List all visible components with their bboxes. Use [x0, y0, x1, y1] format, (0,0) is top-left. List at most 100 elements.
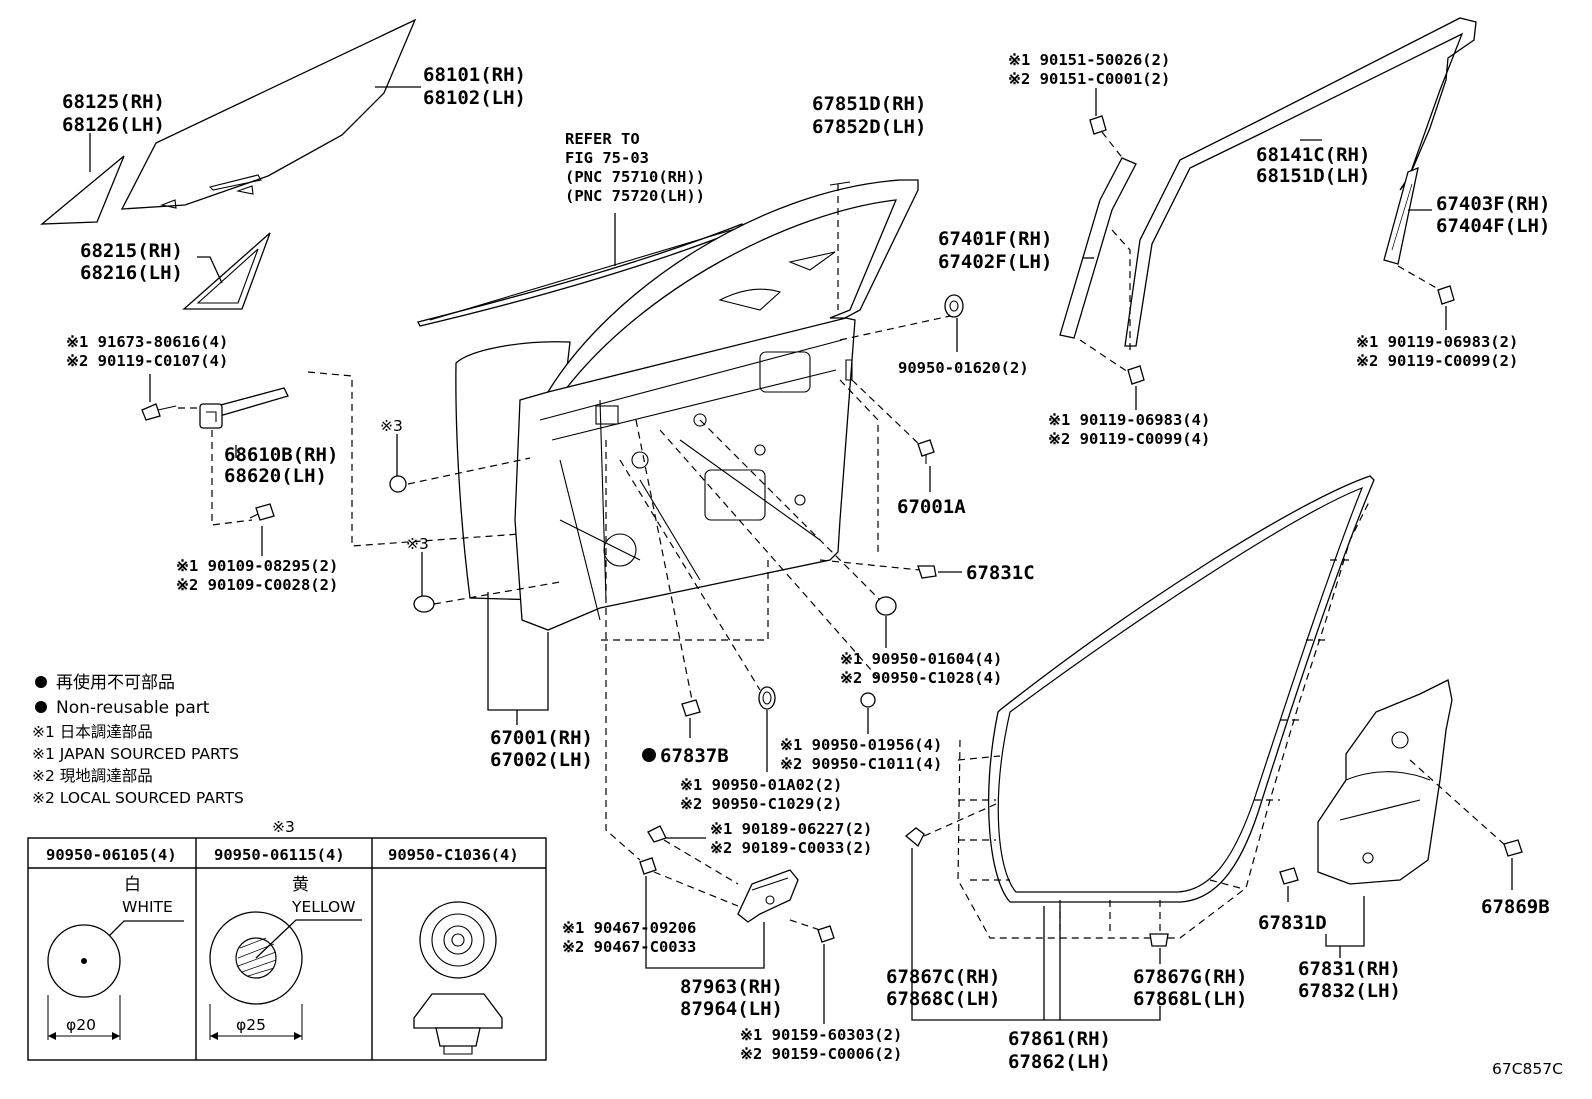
label-91673: ※1 91673-80616(4): [66, 333, 228, 351]
legend-dot-2: [35, 701, 47, 713]
quarter-panel-68215: [182, 232, 271, 310]
label-67401f: 67401F(RH): [938, 228, 1052, 250]
plug-grommet-2: [413, 595, 435, 613]
screw-90159: [817, 925, 835, 943]
grommet-90950-01a02: [758, 686, 776, 710]
door-panel-67001: [455, 179, 919, 631]
service-cover-67831: [1317, 679, 1453, 885]
label-mark3-a: ※3: [380, 417, 403, 435]
table-mark: ※3: [272, 818, 295, 836]
frame-moulding-67403f: [1383, 166, 1419, 265]
label-68101: 68101(RH): [423, 64, 526, 86]
grommet-table: ※3 90950-06105(4) 90950-06115(4) 90950-C…: [27, 818, 547, 1061]
clip-67001a: [917, 439, 935, 464]
label-90467-a: ※1 90467-09206: [562, 919, 696, 937]
legend-line-1: 再使用不可部品: [56, 672, 175, 693]
label-90467-b: ※2 90467-C0033: [562, 938, 696, 956]
label-90109-b: ※2 90109-C0028(2): [176, 576, 338, 594]
label-68610b: 68610B(RH): [224, 444, 338, 466]
label-67861: 67861(RH): [1008, 1028, 1111, 1050]
plug-grommet-1: [389, 475, 407, 493]
screw-90119-mid: [1127, 365, 1145, 385]
label-90159-b: ※2 90159-C0006(2): [740, 1045, 902, 1063]
screw-90467: [639, 857, 657, 875]
cap-90950-01604: [875, 596, 897, 616]
table-header-2: 90950-06115(4): [214, 846, 345, 864]
label-67831: 67831(RH): [1298, 958, 1401, 980]
white-diameter: φ20: [66, 1016, 96, 1034]
label-90189-b: ※2 90189-C0033(2): [710, 839, 872, 857]
bolt-90109: [249, 503, 275, 521]
label-68125: 68125(RH): [62, 91, 165, 113]
frame-moulding-67401f: [1059, 157, 1137, 339]
label-refer-3: (PNC 75710(RH)): [565, 168, 705, 186]
label-68215: 68215(RH): [80, 240, 183, 262]
clip-67869b: [1503, 839, 1523, 857]
door-glass-68101: [120, 18, 417, 210]
door-weatherstrip-67861: [988, 475, 1375, 903]
label-refer-1: REFER TO: [565, 130, 640, 148]
legend-line-4: ※1 JAPAN SOURCED PARTS: [32, 745, 239, 763]
figure-code: 67C857C: [1492, 1060, 1563, 1078]
label-90119-c0107: ※2 90119-C0107(4): [66, 352, 228, 370]
label-67837b: 67837B: [660, 745, 729, 767]
yellow-jp-label: 黄: [292, 875, 309, 895]
label-90119-r1: ※1 90119-06983(2): [1356, 333, 1518, 351]
plug-top-view: [419, 901, 497, 979]
screw-90151: [1089, 115, 1107, 135]
label-90950-c1029: ※2 90950-C1029(2): [680, 795, 842, 813]
label-90950-01a02: ※1 90950-01A02(2): [680, 776, 842, 794]
label-67852d: 67852D(LH): [812, 116, 926, 138]
label-67868l: 67868L(LH): [1133, 988, 1247, 1010]
bolt-91673: [141, 403, 177, 421]
clip-67831d: [1279, 867, 1299, 885]
cap-90950-01620: [944, 294, 964, 318]
label-87964: 87964(LH): [680, 998, 783, 1020]
label-68216: 68216(LH): [80, 262, 183, 284]
label-67404f: 67404F(LH): [1436, 215, 1550, 237]
label-90159-a: ※1 90159-60303(2): [740, 1026, 902, 1044]
legend-line-6: ※2 LOCAL SOURCED PARTS: [32, 789, 244, 807]
label-90950-c1028: ※2 90950-C1028(4): [840, 669, 1002, 687]
label-67831c: 67831C: [966, 562, 1035, 584]
label-90151-a: ※1 90151-50026(2): [1008, 51, 1170, 69]
label-68126: 68126(LH): [62, 114, 165, 136]
label-87963: 87963(RH): [680, 976, 783, 998]
label-67868c: 67868C(LH): [886, 988, 1000, 1010]
white-en-label: WHITE: [122, 898, 173, 916]
label-90950-c1011: ※2 90950-C1011(4): [780, 755, 942, 773]
non-reusable-dot: [642, 748, 656, 762]
label-90151-b: ※2 90151-C0001(2): [1008, 70, 1170, 88]
screw-90119-right: [1437, 285, 1455, 305]
label-67403f: 67403F(RH): [1436, 193, 1550, 215]
legend-line-3: ※1 日本調達部品: [32, 723, 153, 741]
label-67851d: 67851D(RH): [812, 93, 926, 115]
quarter-glass-68125: [40, 155, 125, 225]
label-67002: 67002(LH): [490, 749, 593, 771]
label-mark3-b: ※3: [406, 535, 429, 553]
label-67001a: 67001A: [897, 496, 966, 518]
label-90950-01620: 90950-01620(2): [898, 359, 1029, 377]
label-90119-m2: ※2 90119-C0099(4): [1048, 430, 1210, 448]
yellow-en-label: YELLOW: [291, 898, 356, 916]
label-90189-a: ※1 90189-06227(2): [710, 820, 872, 838]
legend-dot-1: [35, 676, 47, 688]
label-67832: 67832(LH): [1298, 980, 1401, 1002]
label-67867c: 67867C(RH): [886, 966, 1000, 988]
plug-side-view: [413, 993, 503, 1029]
label-refer-2: FIG 75-03: [565, 149, 649, 167]
screw-90189: [647, 825, 667, 843]
yellow-diameter: φ25: [236, 1016, 266, 1034]
label-refer-4: (PNC 75720(LH)): [565, 187, 705, 205]
label-68620: 68620(LH): [224, 465, 327, 487]
label-67001: 67001(RH): [490, 727, 593, 749]
legend-line-5: ※2 現地調達部品: [32, 767, 153, 785]
clip-67867c: [904, 827, 925, 848]
clip-67867g: [1149, 933, 1169, 947]
label-67869b: 67869B: [1481, 896, 1550, 918]
white-jp-label: 白: [124, 875, 141, 895]
label-67402f: 67402F(LH): [938, 251, 1052, 273]
door-check-68610b: [199, 387, 289, 429]
clip-67831c: [917, 565, 937, 579]
label-90119-r2: ※2 90119-C0099(2): [1356, 352, 1518, 370]
